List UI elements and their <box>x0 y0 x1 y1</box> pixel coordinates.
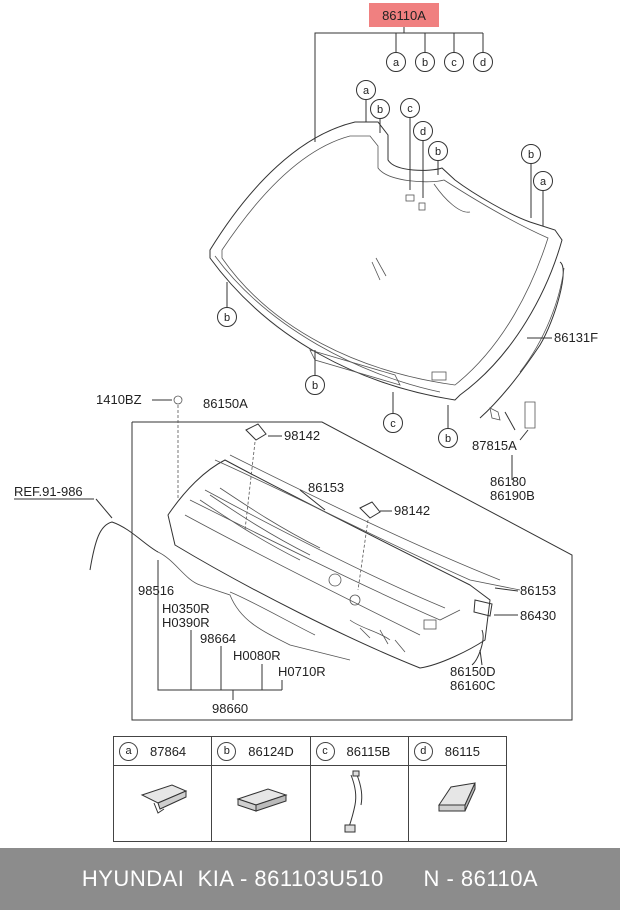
label-hose-1: H0350R <box>162 601 210 616</box>
label-side-cover-2: 86160C <box>450 678 496 693</box>
svg-text:c: c <box>390 418 396 430</box>
legend-badge: c <box>315 741 335 761</box>
label-hose-2: H0390R <box>162 615 210 630</box>
legend-part-number: 86115 <box>444 743 480 759</box>
label-hose-5: H0710R <box>278 664 326 679</box>
label-hose-assy: 98660 <box>212 701 248 716</box>
label-hose-3: 98664 <box>200 631 236 646</box>
legend-cell-d: d 86115 <box>408 737 506 841</box>
svg-text:b: b <box>377 104 383 116</box>
svg-text:a: a <box>393 57 400 69</box>
marker-c-bottom: c <box>383 413 403 433</box>
svg-text:d: d <box>420 126 426 138</box>
part-number-label: 86110A <box>382 8 426 23</box>
legend-cell-b: b 86124D <box>212 737 311 841</box>
legend-part-number: 86124D <box>248 743 294 759</box>
marker-b-bottom: b <box>305 375 325 395</box>
marker-b-right: b <box>521 144 541 164</box>
clip-icon <box>140 784 188 814</box>
svg-text:b: b <box>312 380 318 392</box>
footer-bar: HYUNDAI KIA - 861103U510 N - 86110A <box>0 848 620 910</box>
svg-text:b: b <box>422 57 428 69</box>
label-clip-2: 86190B <box>490 488 535 503</box>
marker-c-glass: c <box>400 98 420 118</box>
svg-text:b: b <box>224 312 230 324</box>
legend-part-number: 86115B <box>346 743 391 759</box>
marker-a-top: a <box>386 52 406 72</box>
marker-d-top: d <box>473 52 493 72</box>
label-ref: REF.91-986 <box>14 484 83 499</box>
legend-badge: d <box>413 741 433 761</box>
footer-part-info: HYUNDAI KIA - 861103U510 N - 86110A <box>81 866 539 891</box>
marker-c-top: c <box>444 52 464 72</box>
label-clip-1: 86180 <box>490 474 526 489</box>
svg-text:a: a <box>363 85 370 97</box>
legend-table: a 87864 b 86124D c 86115B d 86115 <box>113 736 507 842</box>
marker-b-bottom-right: b <box>438 428 458 448</box>
legend-badge: a <box>119 741 138 761</box>
parts-diagram: 86110A a b c d a b c d b b a b b c b <box>14 3 598 721</box>
marker-b-glass: b <box>370 99 390 119</box>
legend-cell-a: a 87864 <box>114 737 213 841</box>
cowl-panel <box>167 459 491 669</box>
label-bracket: 87815A <box>472 438 517 453</box>
label-bolt: 1410BZ <box>96 392 142 407</box>
part-number-highlight <box>369 3 439 27</box>
spacer-icon <box>236 788 288 812</box>
label-nozzle-1: 98142 <box>284 428 320 443</box>
svg-text:d: d <box>480 57 486 69</box>
legend-badge: b <box>217 741 237 761</box>
svg-text:a: a <box>540 176 547 188</box>
marker-d-glass: d <box>413 121 433 141</box>
label-side-cover-1: 86150D <box>450 664 496 679</box>
svg-text:b: b <box>435 146 441 158</box>
svg-text:c: c <box>407 103 413 115</box>
label-check-valve: 98516 <box>138 583 174 598</box>
marker-b-left: b <box>217 307 237 327</box>
label-nozzle-2: 98142 <box>394 503 430 518</box>
svg-text:b: b <box>445 433 451 445</box>
pad-icon <box>437 782 476 812</box>
wire-harness-icon <box>344 770 362 833</box>
windshield-glass <box>209 121 563 401</box>
marker-a-glass: a <box>356 80 376 100</box>
marker-b-glass-mid: b <box>428 141 448 161</box>
svg-text:b: b <box>528 149 534 161</box>
svg-text:c: c <box>451 57 457 69</box>
legend-part-number: 87864 <box>150 743 187 759</box>
side-moulding <box>479 261 564 419</box>
cowl-box <box>131 421 573 721</box>
marker-b-top: b <box>415 52 435 72</box>
label-cowl-top-1: 86153 <box>308 480 344 495</box>
legend-cell-c: c 86115B <box>310 737 409 841</box>
label-cowl-box: 86150A <box>203 396 248 411</box>
label-moulding: 86131F <box>554 330 598 345</box>
marker-a-right: a <box>533 171 553 191</box>
label-hose-4: H0080R <box>233 648 281 663</box>
label-cowl-top-2: 86153 <box>520 583 556 598</box>
label-seal: 86430 <box>520 608 556 623</box>
